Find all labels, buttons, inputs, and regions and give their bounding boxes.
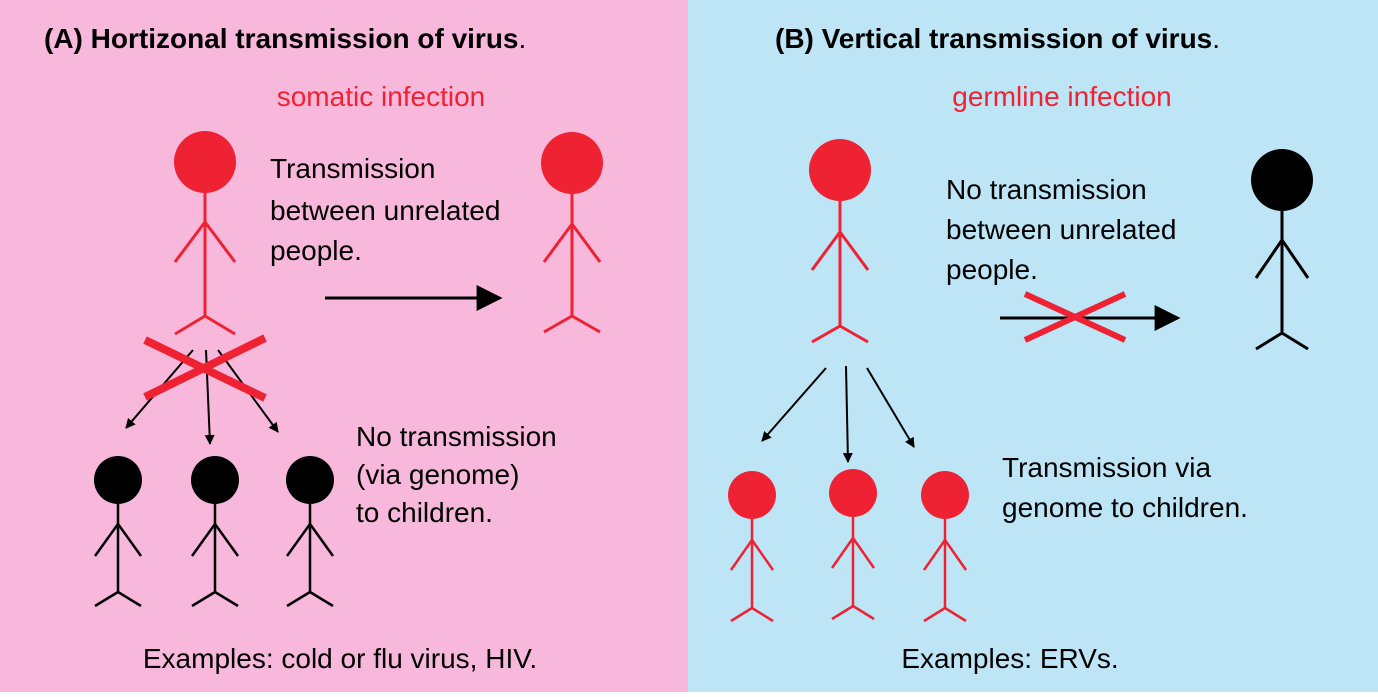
healthy-person-icon	[93, 456, 143, 608]
infected-person-icon	[921, 471, 969, 623]
panel-b-subtitle: germline infection	[952, 81, 1171, 112]
panel-a-examples: Examples: cold or flu virus, HIV.	[143, 643, 537, 674]
healthy-person-icon	[1251, 149, 1313, 351]
infected-person-icon	[829, 469, 877, 621]
healthy-person-icon	[190, 456, 240, 608]
blocked-cross-icon	[143, 334, 267, 402]
panel-b-examples: Examples: ERVs.	[901, 643, 1118, 674]
panel-b-title: (B) Vertical transmission of virus.	[775, 23, 1220, 54]
panel-a-children-text: No transmission (via genome) to children…	[356, 421, 565, 528]
infected-person-icon	[173, 131, 237, 336]
panel-b-children-text: Transmission via genome to children.	[1002, 452, 1248, 523]
child-arrows	[761, 365, 915, 463]
panel-b-unrelated-text: No transmission between unrelated people…	[946, 174, 1184, 285]
infected-person-icon	[728, 471, 776, 623]
healthy-person-icon	[285, 456, 335, 608]
panel-a-unrelated-text: Transmission between unrelated people.	[270, 153, 508, 266]
blocked-cross-icon	[1023, 291, 1127, 343]
panel-a-title: (A) Hortizonal transmission of virus.	[44, 23, 526, 54]
infected-person-icon	[809, 139, 871, 344]
panel-a-background	[0, 0, 688, 692]
infected-person-icon	[541, 132, 603, 334]
panel-a-subtitle: somatic infection	[277, 81, 486, 112]
